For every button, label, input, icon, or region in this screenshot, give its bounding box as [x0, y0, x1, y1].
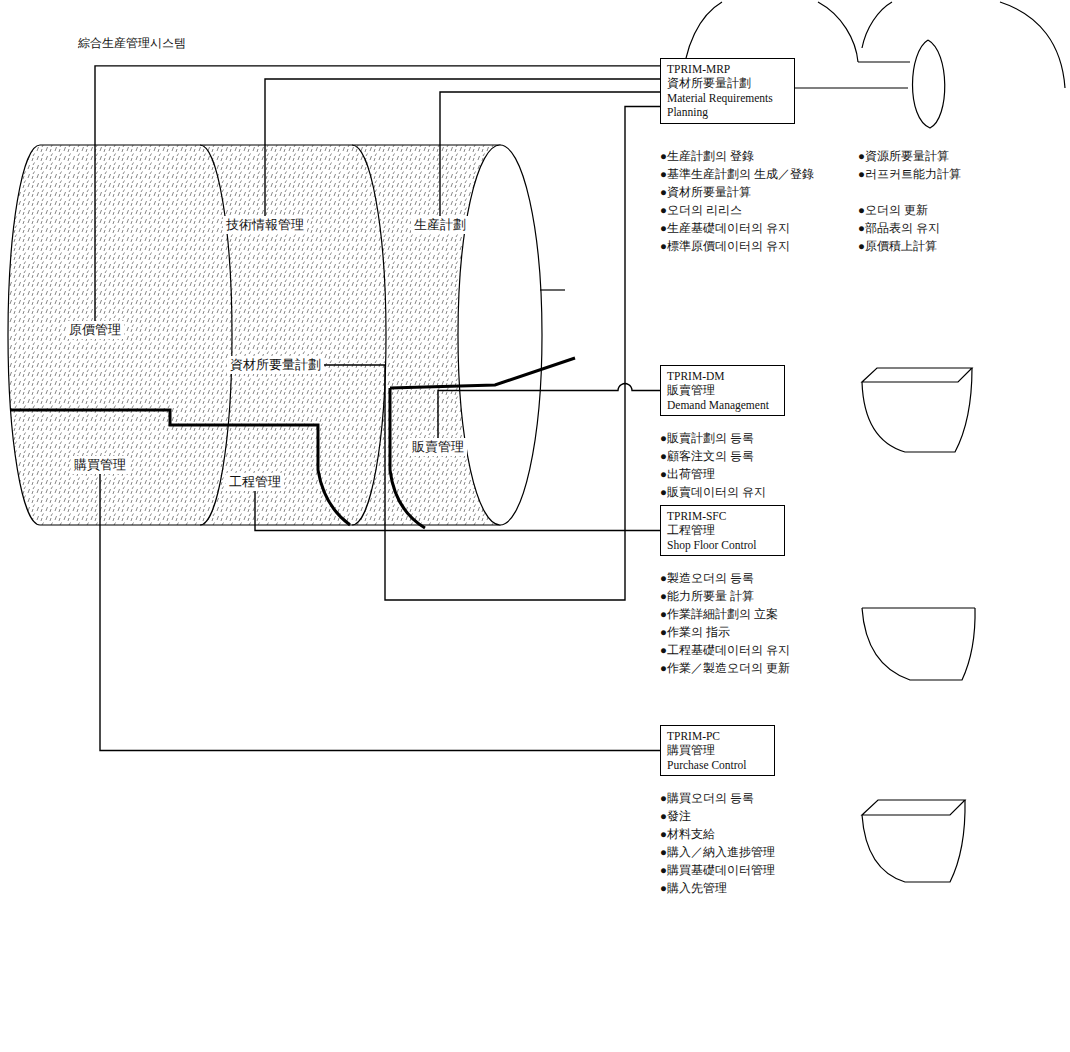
function-item: ●製造오더의 등록 — [660, 572, 754, 586]
connector-line — [265, 79, 660, 216]
function-item: ●工程基礎데이터의 유지 — [660, 644, 790, 658]
cylinder-body — [8, 145, 500, 525]
function-item: ●購入／納入進捗管理 — [660, 846, 775, 860]
cut-piece — [862, 368, 972, 382]
function-item: ●오더의 更新 — [858, 204, 928, 218]
cut-piece — [862, 2, 892, 48]
function-item: ●資源所要量計算 — [858, 150, 949, 164]
function-item: ●原價積上計算 — [858, 240, 937, 254]
connector-line — [100, 474, 660, 751]
connector-line — [255, 491, 660, 531]
cut-piece — [862, 800, 965, 882]
module-text: TPRIM-SFC — [667, 509, 778, 523]
module-text: TPRIM-DM — [667, 369, 778, 383]
cylinder-section: 生産計劃 — [411, 216, 469, 234]
module-text: 販賣管理 — [667, 383, 778, 397]
cut-piece — [858, 61, 910, 62]
cut-piece — [862, 368, 972, 452]
cut-piece — [862, 607, 975, 608]
function-item: ●러프커트能力計算 — [858, 168, 961, 182]
function-item: ●部品表의 유지 — [858, 222, 940, 236]
segment-edge — [200, 145, 232, 525]
module-text: 工程管理 — [667, 523, 778, 537]
function-item: ●作業詳細計劃의 立案 — [660, 608, 778, 622]
function-item: ●購入先管理 — [660, 882, 727, 896]
cut-piece — [862, 800, 965, 815]
module-text: TPRIM-PC — [667, 729, 768, 743]
segment-edge — [352, 145, 386, 525]
function-item: ●購買基礎데이터管理 — [660, 864, 775, 878]
connector-line — [95, 66, 660, 321]
section-label: 販賣管理 — [412, 439, 464, 455]
connector-line — [324, 106, 661, 600]
function-item: ●能力所要量 計算 — [660, 590, 754, 604]
cylinder-end — [458, 145, 542, 525]
cylinder-section: 資材所要量計劃 — [227, 356, 324, 374]
module-box: TPRIM-PC購買管理Purchase Control — [660, 725, 775, 776]
function-item: ●購買오더의 등록 — [660, 792, 754, 806]
function-item: ●販賣計劃의 등록 — [660, 432, 754, 446]
cut-piece — [818, 2, 858, 62]
cylinder-section: 販賣管理 — [409, 438, 467, 456]
section-label: 工程管理 — [229, 474, 281, 490]
section-label: 購買管理 — [74, 457, 126, 473]
boundary-line — [10, 410, 350, 525]
function-item: ●出荷管理 — [660, 468, 715, 482]
function-item: ●標準原價데이터의 유지 — [660, 240, 790, 254]
module-box: TPRIM-MRP資材所要量計劃Material Requirements Pl… — [660, 58, 795, 124]
system-title: 綜合生産管理시스템 — [78, 36, 186, 50]
function-item: ●生産基礎데이터의 유지 — [660, 222, 790, 236]
section-label: 資材所要量計劃 — [230, 357, 321, 373]
section-label: 生産計劃 — [414, 217, 466, 233]
module-text: Demand Management — [667, 398, 778, 412]
boundary-line — [390, 358, 575, 388]
module-text: Material Requirements Planning — [667, 91, 788, 120]
module-box: TPRIM-DM販賣管理Demand Management — [660, 365, 785, 416]
cut-piece — [862, 608, 975, 680]
section-label: 原價管理 — [69, 322, 121, 338]
function-item: ●資材所要量計算 — [660, 186, 751, 200]
function-item: ●顧客注文의 등록 — [660, 450, 754, 464]
cylinder-section: 技術情報管理 — [223, 216, 307, 234]
function-item: ●發注 — [660, 810, 691, 824]
cut-piece — [1000, 2, 1065, 88]
connector-line — [438, 384, 660, 439]
module-text: 購買管理 — [667, 743, 768, 757]
module-text: Shop Floor Control — [667, 538, 778, 552]
cut-piece — [780, 62, 908, 88]
cylinder-section: 購買管理 — [71, 456, 129, 474]
boundary-line — [390, 388, 425, 528]
cylinder-section: 工程管理 — [226, 473, 284, 491]
module-text: 資材所要量計劃 — [667, 76, 788, 90]
module-text: Purchase Control — [667, 758, 768, 772]
module-box: TPRIM-SFC工程管理Shop Floor Control — [660, 505, 785, 556]
function-item: ●材料支給 — [660, 828, 715, 842]
function-item: ●作業의 指示 — [660, 626, 730, 640]
function-item: ●生産計劃의 登錄 — [660, 150, 754, 164]
section-label: 技術情報管理 — [226, 217, 304, 233]
cut-piece — [913, 40, 945, 128]
function-item: ●作業／製造오더의 更新 — [660, 662, 790, 676]
function-item: ●오더의 리리스 — [660, 204, 742, 218]
function-item: ●販賣데이터의 유지 — [660, 486, 766, 500]
cylinder-section: 原價管理 — [66, 321, 124, 339]
module-text: TPRIM-MRP — [667, 62, 788, 76]
connector-line — [440, 92, 660, 216]
function-item: ●基準生産計劃의 生成／登錄 — [660, 168, 814, 182]
leader-tick — [540, 289, 565, 290]
